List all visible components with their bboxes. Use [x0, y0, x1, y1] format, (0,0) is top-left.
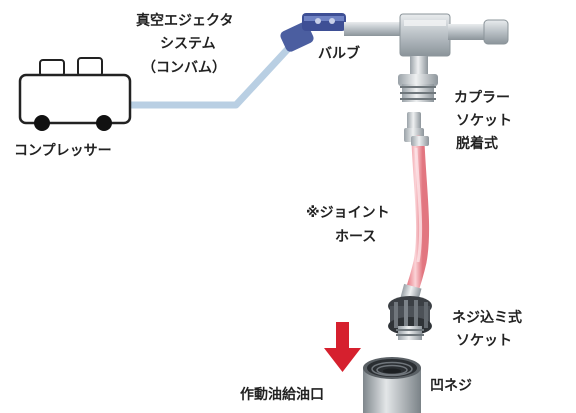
screw-socket-label-line2: ソケット [456, 333, 512, 349]
valve-label: バルブ [318, 46, 360, 62]
coupler-label-line1: カプラー [454, 90, 510, 106]
valve-icon [280, 13, 509, 57]
compressor-label: コンプレッサー [14, 143, 112, 159]
coupler-label-line2: ソケット [456, 113, 512, 129]
female-thread-label: 凹ネジ [430, 378, 472, 394]
hose-label-line2: ホース [335, 229, 377, 245]
screw-socket-label-line1: ネジ込ミ式 [452, 310, 522, 326]
insert-arrow-icon [324, 322, 361, 372]
oil-port-label: 作動油給油口 [240, 387, 324, 403]
coupler-label-line3: 脱着式 [456, 136, 498, 152]
screw-in-socket-icon [388, 283, 432, 340]
ejector-label-line2: システム [160, 36, 216, 52]
joint-hose-icon [401, 135, 430, 309]
coupler-socket-icon [398, 56, 438, 142]
air-line [130, 35, 301, 109]
ejector-label-line3: （コンバム） [142, 60, 226, 76]
hose-label-line1: ※ジョイント [306, 205, 390, 221]
compressor-icon [18, 57, 132, 131]
oil-port-icon [363, 357, 421, 413]
ejector-label-line1: 真空エジェクタ [136, 13, 234, 29]
